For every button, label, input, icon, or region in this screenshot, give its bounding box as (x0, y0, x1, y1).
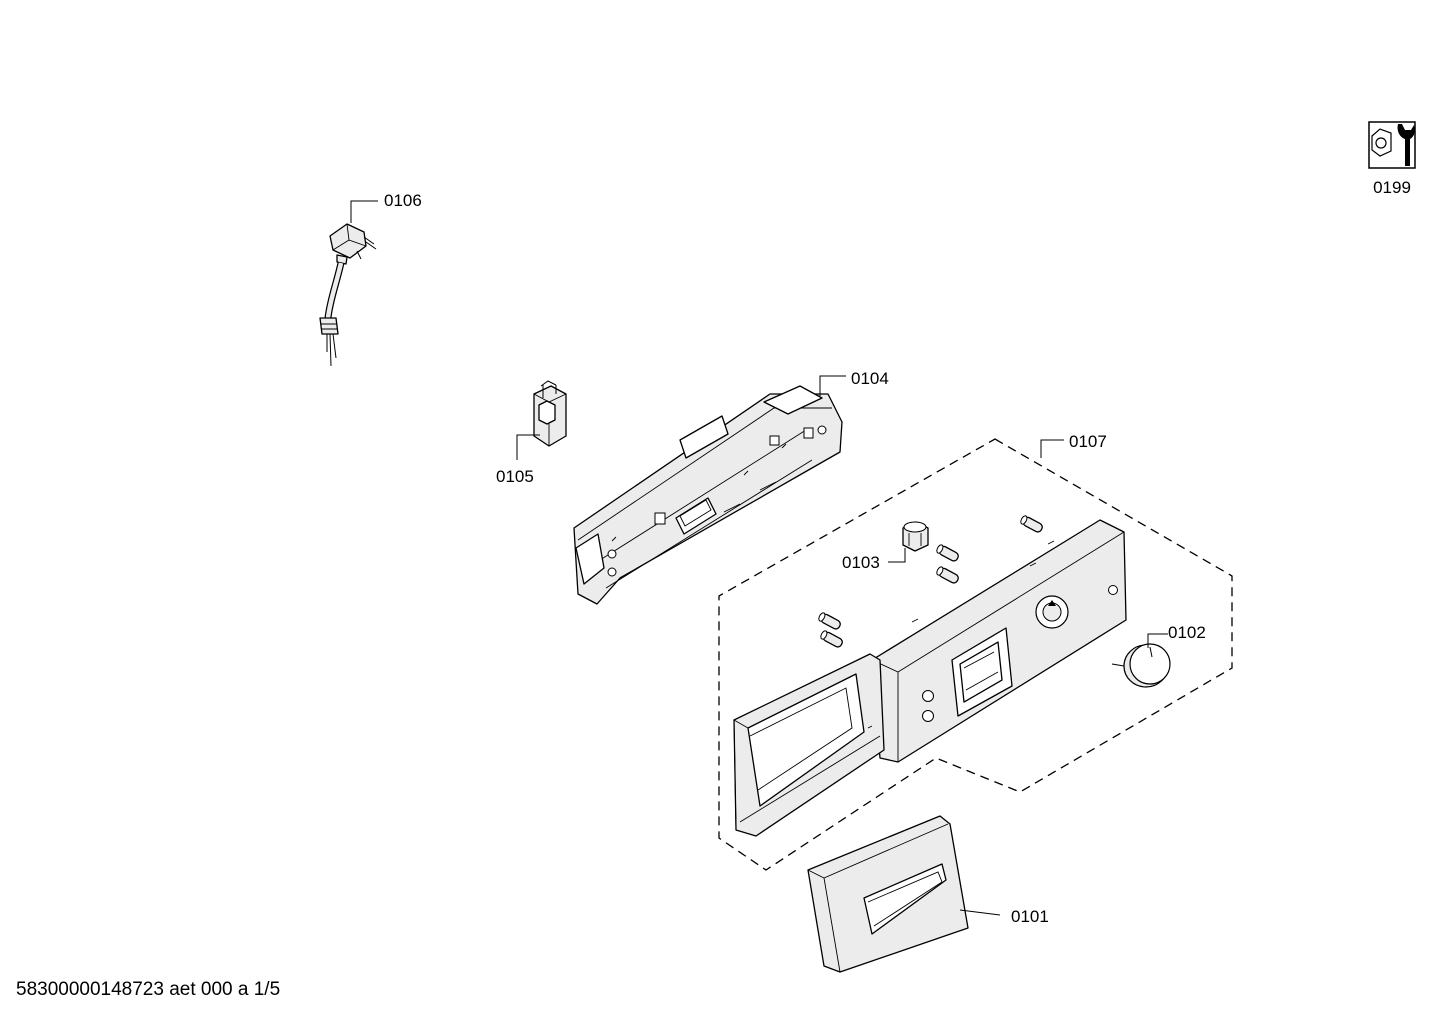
part-label-0105: 0105 (496, 467, 534, 486)
part-label-0104: 0104 (851, 369, 889, 388)
drawer-handle (807, 815, 1001, 973)
part-label-0199: 0199 (1373, 178, 1411, 197)
part-label-0106: 0106 (384, 191, 422, 210)
part-label-0107: 0107 (1069, 432, 1107, 451)
part-label-0102: 0102 (1168, 623, 1206, 642)
control-panel-fascia (733, 519, 1127, 837)
document-id: 58300000148723 aet 000 a 1/5 (16, 979, 281, 1000)
part-label-0103: 0103 (842, 553, 880, 572)
power-cord-plug (319, 200, 378, 367)
wrench-nut-icon (1368, 121, 1416, 169)
push-rod-pins (818, 515, 1043, 648)
connector-clip (516, 380, 567, 460)
control-module-housing (573, 375, 846, 605)
control-panel-assembly-outline (718, 438, 1233, 871)
button-holder (888, 521, 929, 563)
rotary-knob (1111, 633, 1171, 688)
part-label-0101: 0101 (1011, 907, 1049, 926)
